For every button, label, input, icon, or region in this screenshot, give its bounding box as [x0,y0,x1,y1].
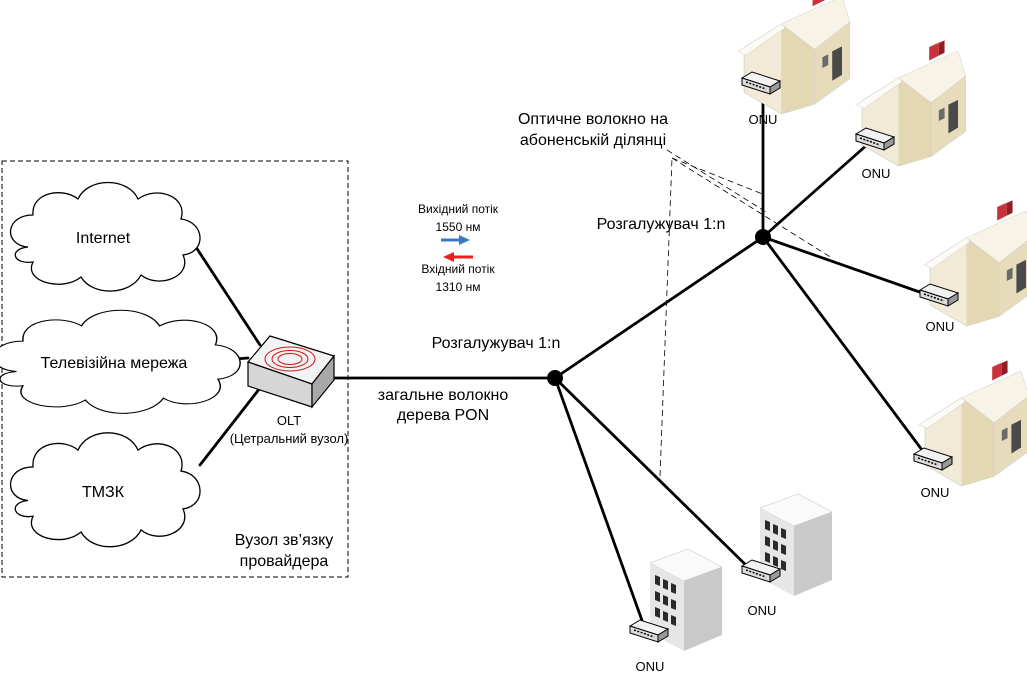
subscriber-fiber-label-line2: абоненській ділянці [520,132,666,149]
onu-label-4: ONU [921,485,950,500]
provider-node-label-line1: Вузол зв’язку [235,532,334,549]
upstream-label: Вхідний потік [421,262,495,276]
olt-sublabel: (Цетральний вузол) [230,431,349,446]
tv-network-cloud-label: Телевізійна мережа [41,355,188,372]
link-internet-olt [188,236,262,347]
provider-node-label-line2: провайдера [240,553,329,570]
onu-label-3: ONU [926,319,955,334]
onu-label-5: ONU [748,603,777,618]
pstn-cloud-label: ТМЗК [82,484,125,501]
upstream-wavelength: 1310 нм [436,280,481,294]
olt-device-icon [246,335,336,409]
splitter-1-label: Розгалужувач 1:n [432,335,561,352]
downstream-arrow-icon [441,235,470,245]
house-2-icon [855,39,967,167]
onu-label-6: ONU [636,659,665,674]
splitter-2-label: Розгалужувач 1:n [597,216,726,233]
link-splitter2-house4 [761,235,927,456]
link-splitter2-house3 [761,235,930,297]
house-1-icon [737,0,851,115]
link-splitter1-splitter2 [553,235,765,380]
onu-label-1: ONU [749,112,778,127]
olt-label: OLT [277,413,301,428]
downstream-wavelength: 1550 нм [436,220,481,234]
provider-node-boundary [1,160,349,578]
trunk-label-line1: загальне волокно [378,387,509,404]
trunk-label-line2: дерева PON [397,407,489,424]
subscriber-fiber-callout-lines [659,149,833,477]
internet-cloud-label: Internet [76,230,131,247]
link-pstn-olt [198,386,262,467]
splitter-1-node [547,370,563,386]
fiber-links [188,100,930,628]
splitter-2-node [755,229,771,245]
upstream-arrow-icon [443,252,473,262]
house-3-icon [923,199,1027,327]
link-splitter2-house2 [761,142,870,239]
onu-label-2: ONU [862,166,891,181]
subscriber-fiber-label-line1: Оптичне волокно на [518,111,668,128]
link-splitter1-office2 [553,376,755,574]
internet-cloud: Internet [9,181,201,292]
downstream-label: Вихідний потік [418,202,499,216]
link-splitter1-office1 [553,376,646,628]
